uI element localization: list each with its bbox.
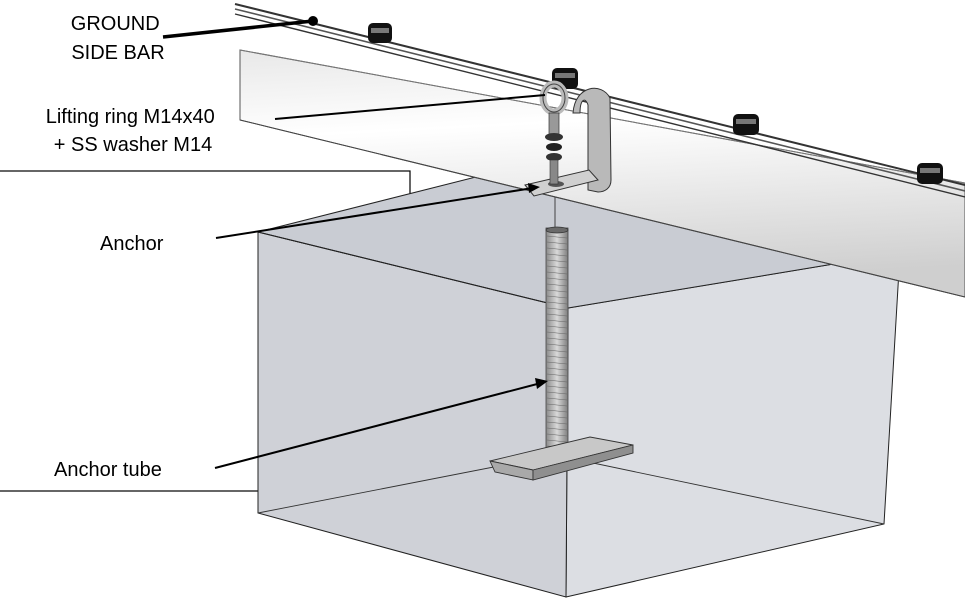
thread-line	[546, 421, 568, 425]
clamp-icon	[368, 23, 392, 43]
thread-line	[546, 319, 568, 323]
thread-line	[546, 343, 568, 347]
thread-line	[546, 289, 568, 293]
thread-line	[546, 349, 568, 353]
arrowhead-anchor	[528, 183, 540, 193]
lifting-ring-label: Lifting ring M14x40 + SS washer M14	[46, 106, 221, 156]
thread-line	[546, 271, 568, 275]
thread-line	[546, 283, 568, 287]
lifting-ring	[539, 80, 569, 185]
ground-side-bar-label-line2: SIDE BAR	[71, 42, 164, 64]
thread-line	[546, 295, 568, 299]
thread-line	[546, 397, 568, 401]
thread-line	[546, 385, 568, 389]
callout-labels: GROUND SIDE BAR Lifting ring M14x40 + SS…	[46, 13, 221, 481]
tube-threads	[546, 235, 568, 449]
thread-line	[546, 325, 568, 329]
thread-line	[546, 265, 568, 269]
thread-line	[546, 301, 568, 305]
thread-line	[546, 415, 568, 419]
thread-line	[546, 439, 568, 443]
arrowhead-anchor-tube	[535, 378, 548, 389]
block-right-face	[565, 252, 901, 598]
thread-line	[546, 247, 568, 251]
thread-line	[546, 337, 568, 341]
tube-t-bar-side	[532, 444, 634, 481]
thread-line	[546, 379, 568, 383]
leader-anchor-tube	[214, 382, 542, 469]
lifting-ring-label-line2: + SS washer M14	[54, 134, 212, 156]
thread-line	[546, 313, 568, 317]
clamp-icon	[917, 163, 943, 184]
ss-washer	[545, 133, 563, 141]
ground-side-bar-label-line1: GROUND	[71, 13, 160, 35]
leader-dot	[308, 16, 318, 26]
rail-clamps	[368, 23, 943, 184]
thread-line	[546, 253, 568, 257]
leader-lifting-ring	[274, 94, 546, 120]
thread-line	[546, 427, 568, 431]
anchor-tube	[489, 226, 634, 481]
leader-anchor	[215, 187, 534, 239]
anchor-label: Anchor	[100, 233, 164, 255]
leader-ground-side-bar	[162, 19, 314, 39]
thread-line	[546, 235, 568, 239]
thread-line	[546, 277, 568, 281]
thread-line	[546, 331, 568, 335]
thread-line	[546, 391, 568, 395]
thread-line	[546, 433, 568, 437]
thread-line	[546, 373, 568, 377]
thread-line	[546, 367, 568, 371]
lifting-ring-label-line1: Lifting ring M14x40	[46, 106, 215, 128]
thread-line	[546, 361, 568, 365]
leader-lines	[162, 16, 548, 469]
thread-line	[546, 403, 568, 407]
anchor-tube-label: Anchor tube	[54, 459, 162, 481]
thread-line	[546, 355, 568, 359]
ground-side-bar-label: GROUND SIDE BAR	[71, 13, 165, 64]
thread-line	[546, 259, 568, 263]
thread-line	[546, 409, 568, 413]
clamp-icon	[733, 114, 759, 135]
thread-line	[546, 307, 568, 311]
thread-line	[546, 241, 568, 245]
